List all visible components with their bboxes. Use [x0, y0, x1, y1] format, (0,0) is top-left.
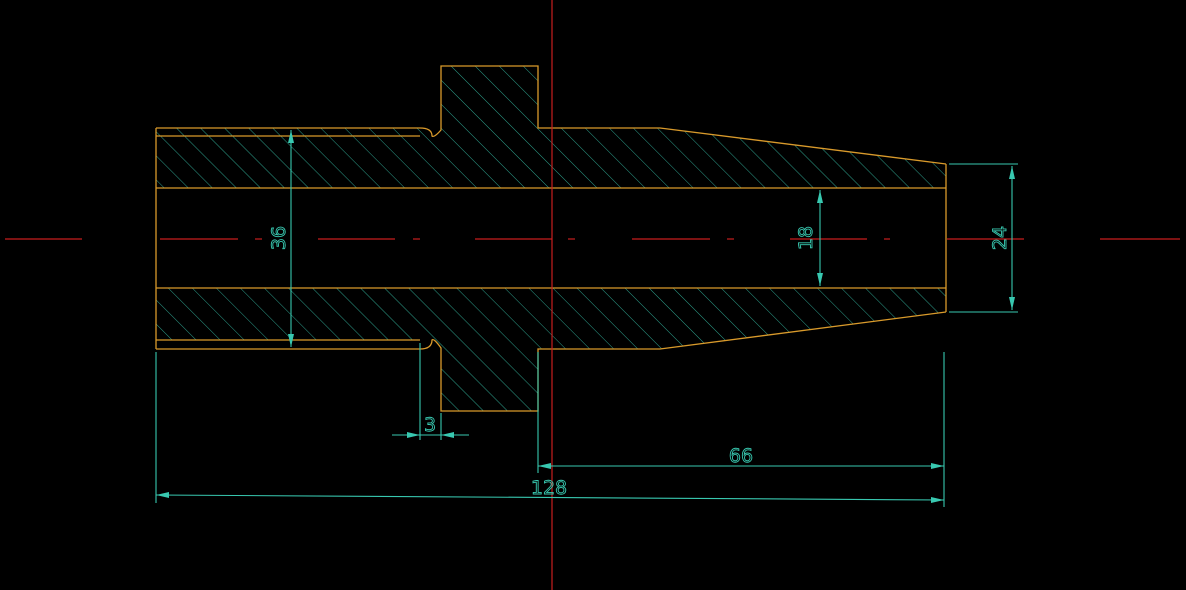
dim-taper-length[interactable]: 66: [537, 352, 945, 507]
outline-upper-profile: [156, 65, 947, 165]
center-lines: [5, 0, 1180, 590]
hatched-section: [156, 66, 946, 411]
dim-groove-width-label: 3: [424, 414, 436, 436]
hatch-upper-wall: [156, 66, 946, 188]
arrowhead: [1009, 297, 1015, 310]
dim-bore-diameter[interactable]: 18: [795, 190, 823, 286]
dim-outer-diameter-label: 36: [268, 226, 290, 250]
dim-tip-diameter-label: 24: [989, 226, 1011, 250]
part-outline: [155, 65, 947, 412]
arrowhead: [1009, 166, 1015, 179]
dim-bore-diameter-label: 18: [795, 226, 817, 250]
arrowhead: [538, 463, 551, 469]
dim-line: [155, 494, 945, 501]
arrowhead: [817, 273, 823, 286]
hatch-lower-wall: [156, 288, 946, 411]
outline-lower-profile: [156, 311, 947, 412]
dim-overall-length-label: 128: [531, 477, 567, 499]
arrowhead: [817, 190, 823, 203]
arrowhead: [156, 492, 169, 498]
arrowhead: [441, 432, 454, 438]
arrowhead: [931, 497, 944, 503]
dim-outer-diameter[interactable]: 36: [268, 130, 294, 347]
arrowhead: [407, 432, 420, 438]
arrowhead: [288, 130, 294, 143]
dim-tip-diameter[interactable]: 24: [949, 163, 1018, 313]
dim-overall-length[interactable]: 128: [155, 352, 945, 503]
dim-taper-length-label: 66: [729, 445, 753, 467]
arrowhead: [288, 334, 294, 347]
dim-groove-width[interactable]: 3: [392, 343, 469, 440]
arrowhead: [931, 463, 944, 469]
